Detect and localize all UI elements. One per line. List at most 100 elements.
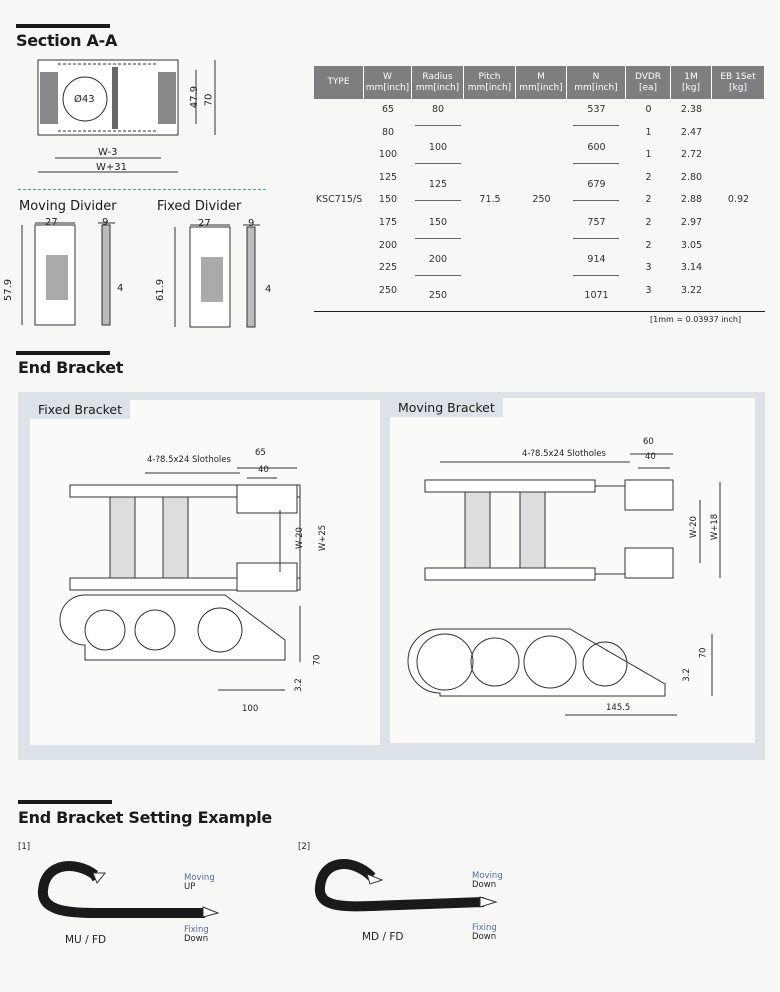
example-1-fixing-label: Fixing — [184, 925, 209, 935]
dvdr-cell: 3 — [645, 285, 652, 296]
section-bar — [16, 24, 110, 28]
example-2-fixing-label: Fixing — [472, 923, 497, 933]
dvdr-cell: 1 — [645, 149, 652, 160]
radius-cell: 125 — [428, 179, 448, 190]
n-cell: 1071 — [584, 290, 609, 301]
inner-height-dim: 47.9 — [189, 85, 201, 109]
row-separator — [573, 275, 619, 276]
moving-web-dim: 4 — [117, 283, 124, 294]
table-header-cell: M mm[inch] — [516, 66, 567, 99]
radius-cell: 200 — [428, 254, 448, 265]
fixed-dim-w-20: W-20 — [294, 527, 305, 549]
w-cell: 100 — [378, 149, 398, 160]
moving-dim-60: 60 — [643, 437, 654, 447]
fixed-width-dim: 27 — [198, 218, 211, 229]
table-header-cell: W mm[inch] — [364, 66, 412, 99]
m-cell: 250 — [532, 194, 551, 205]
radius-cell: 100 — [428, 142, 448, 153]
w-cell: 125 — [378, 172, 398, 183]
dvdr-cell: 2 — [645, 217, 652, 228]
moving-dim-w+18: W+18 — [710, 513, 721, 541]
row-separator — [415, 200, 461, 201]
dvdr-cell: 2 — [645, 172, 652, 183]
n-cell: 600 — [587, 142, 606, 153]
w-cell: 250 — [378, 285, 398, 296]
example-2-chain-drawing — [314, 859, 498, 912]
weight-cell: 2.97 — [680, 217, 703, 228]
radius-cell: 150 — [428, 217, 448, 228]
example-2-name: MD / FD — [362, 931, 404, 943]
table-header-cell: 1M [kg] — [671, 66, 712, 99]
type-cell: KSC715/S — [315, 194, 363, 205]
fixed-web-dim: 4 — [265, 284, 272, 295]
table-header-cell: N mm[inch] — [567, 66, 626, 99]
fixed-thickness-dim: 9 — [248, 218, 255, 229]
outer-width-dim: W+31 — [96, 162, 127, 173]
section-aa-title: Section A-A — [16, 31, 118, 50]
dvdr-cell: 1 — [645, 127, 652, 138]
inner-width-dim: W-3 — [98, 147, 118, 158]
n-cell: 914 — [587, 254, 606, 265]
diameter-dim: Ø43 — [74, 94, 95, 105]
fixed-dim-100: 100 — [242, 704, 259, 714]
example-1-fixing-dir: Down — [184, 934, 209, 944]
moving-width-dim: 27 — [45, 217, 58, 228]
fixed-dim-70: 70 — [312, 654, 323, 666]
height-dim: 70 — [203, 93, 215, 107]
example-2-moving-label: Moving — [472, 871, 503, 881]
moving-thickness-dim: 9 — [102, 217, 109, 228]
row-separator — [573, 163, 619, 164]
table-header-cell: Pitch mm[inch] — [464, 66, 516, 99]
example-1-index: [1] — [18, 842, 31, 852]
eb-set-cell: 0.92 — [727, 194, 750, 205]
pitch-cell: 71.5 — [479, 194, 501, 205]
row-separator — [415, 125, 461, 126]
moving-bracket-title: Moving Bracket — [390, 398, 503, 417]
fixed-slotholes-label: 4-?8.5x24 Slotholes — [147, 455, 231, 465]
w-cell: 225 — [378, 262, 398, 273]
weight-cell: 3.22 — [680, 285, 703, 296]
section-bar — [18, 800, 112, 804]
moving-slotholes-label: 4-?8.5x24 Slotholes — [522, 449, 606, 459]
fixed-bracket-title: Fixed Bracket — [30, 400, 130, 419]
example-1-chain-drawing — [37, 861, 220, 918]
fixed-height-dim: 61.9 — [155, 278, 167, 302]
weight-cell: 2.80 — [680, 172, 703, 183]
w-cell: 200 — [378, 240, 398, 251]
row-separator — [573, 200, 619, 201]
row-separator — [573, 125, 619, 126]
fixed-dim-40: 40 — [258, 465, 269, 475]
n-cell: 757 — [587, 217, 606, 228]
moving-dim-70: 70 — [698, 647, 709, 659]
example-2-index: [2] — [298, 842, 311, 852]
table-header-cell: TYPE — [314, 66, 364, 99]
end-bracket-title: End Bracket — [18, 358, 124, 377]
divider-drawings — [21, 222, 260, 328]
fixed-dim-w+25: W+25 — [318, 524, 329, 552]
moving-dim-w-20: W-20 — [688, 516, 699, 538]
row-separator — [415, 275, 461, 276]
n-cell: 679 — [587, 179, 606, 190]
dvdr-cell: 2 — [645, 194, 652, 205]
moving-dim-145-5: 145.5 — [606, 703, 631, 713]
dvdr-cell: 0 — [645, 104, 652, 115]
moving-dim-40: 40 — [645, 452, 656, 462]
moving-divider-title: Moving Divider — [19, 199, 117, 214]
fixed-dim-65: 65 — [255, 448, 266, 458]
table-bottom-rule — [314, 311, 765, 312]
table-header-cell: DVDR [ea] — [626, 66, 671, 99]
weight-cell: 3.05 — [680, 240, 703, 251]
w-cell: 80 — [381, 127, 395, 138]
fixed-dim-3-2: 3.2 — [293, 678, 304, 692]
w-cell: 175 — [378, 217, 398, 228]
setting-example-title: End Bracket Setting Example — [18, 808, 272, 827]
example-2-moving-dir: Down — [472, 880, 497, 890]
example-1-moving-dir: UP — [184, 882, 196, 892]
moving-height-dim: 57.9 — [3, 278, 15, 302]
table-header-cell: EB 1Set [kg] — [712, 66, 765, 99]
row-separator — [415, 163, 461, 164]
example-2-fixing-dir: Down — [472, 932, 497, 942]
example-1-moving-label: Moving — [184, 873, 215, 883]
row-separator — [415, 238, 461, 239]
section-bar — [16, 351, 110, 355]
